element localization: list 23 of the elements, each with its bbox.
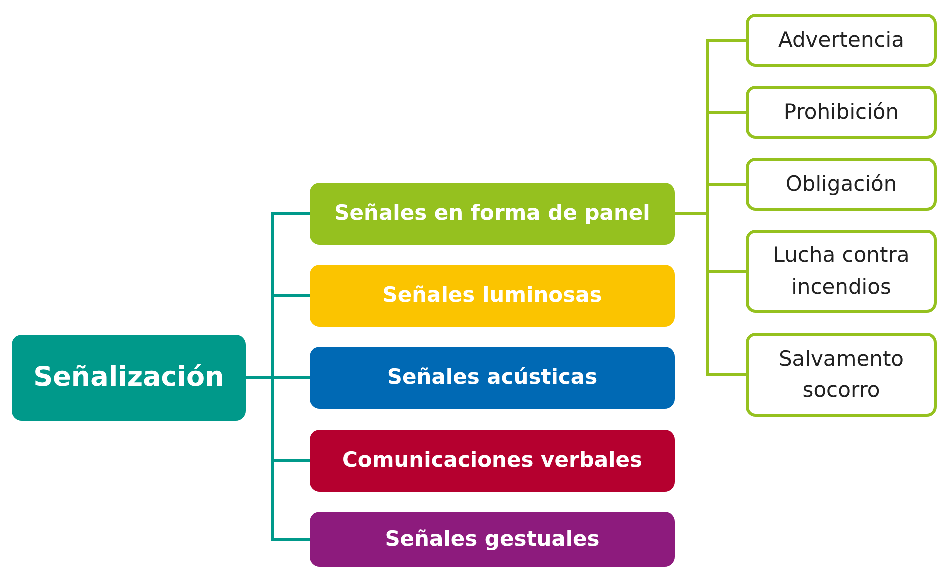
node-label: Señales acústicas bbox=[387, 364, 598, 392]
node-label: Señales luminosas bbox=[382, 282, 602, 310]
node-label: Señales gestuales bbox=[385, 526, 600, 553]
node-label: Advertencia bbox=[778, 26, 905, 54]
category-box bbox=[746, 333, 937, 417]
category-box bbox=[746, 158, 937, 211]
node-label: Obligación bbox=[786, 170, 898, 198]
category-box bbox=[746, 14, 937, 67]
node-label: Comunicaciones verbales bbox=[342, 447, 642, 474]
root-box bbox=[12, 335, 246, 421]
node-label: Lucha contra incendios bbox=[772, 242, 911, 300]
connector-line bbox=[246, 376, 310, 541]
node-label: Señales en forma de panel bbox=[334, 200, 650, 228]
node-label: Señalización bbox=[34, 360, 224, 395]
node-label: Prohibición bbox=[784, 98, 900, 126]
branch-box bbox=[310, 183, 675, 245]
branch-box bbox=[310, 512, 675, 567]
node-label: Salvamento socorro bbox=[778, 346, 906, 404]
branch-box bbox=[310, 265, 675, 327]
category-box bbox=[746, 86, 937, 139]
branch-box bbox=[310, 430, 675, 492]
branch-box bbox=[310, 347, 675, 409]
category-box bbox=[746, 230, 937, 313]
